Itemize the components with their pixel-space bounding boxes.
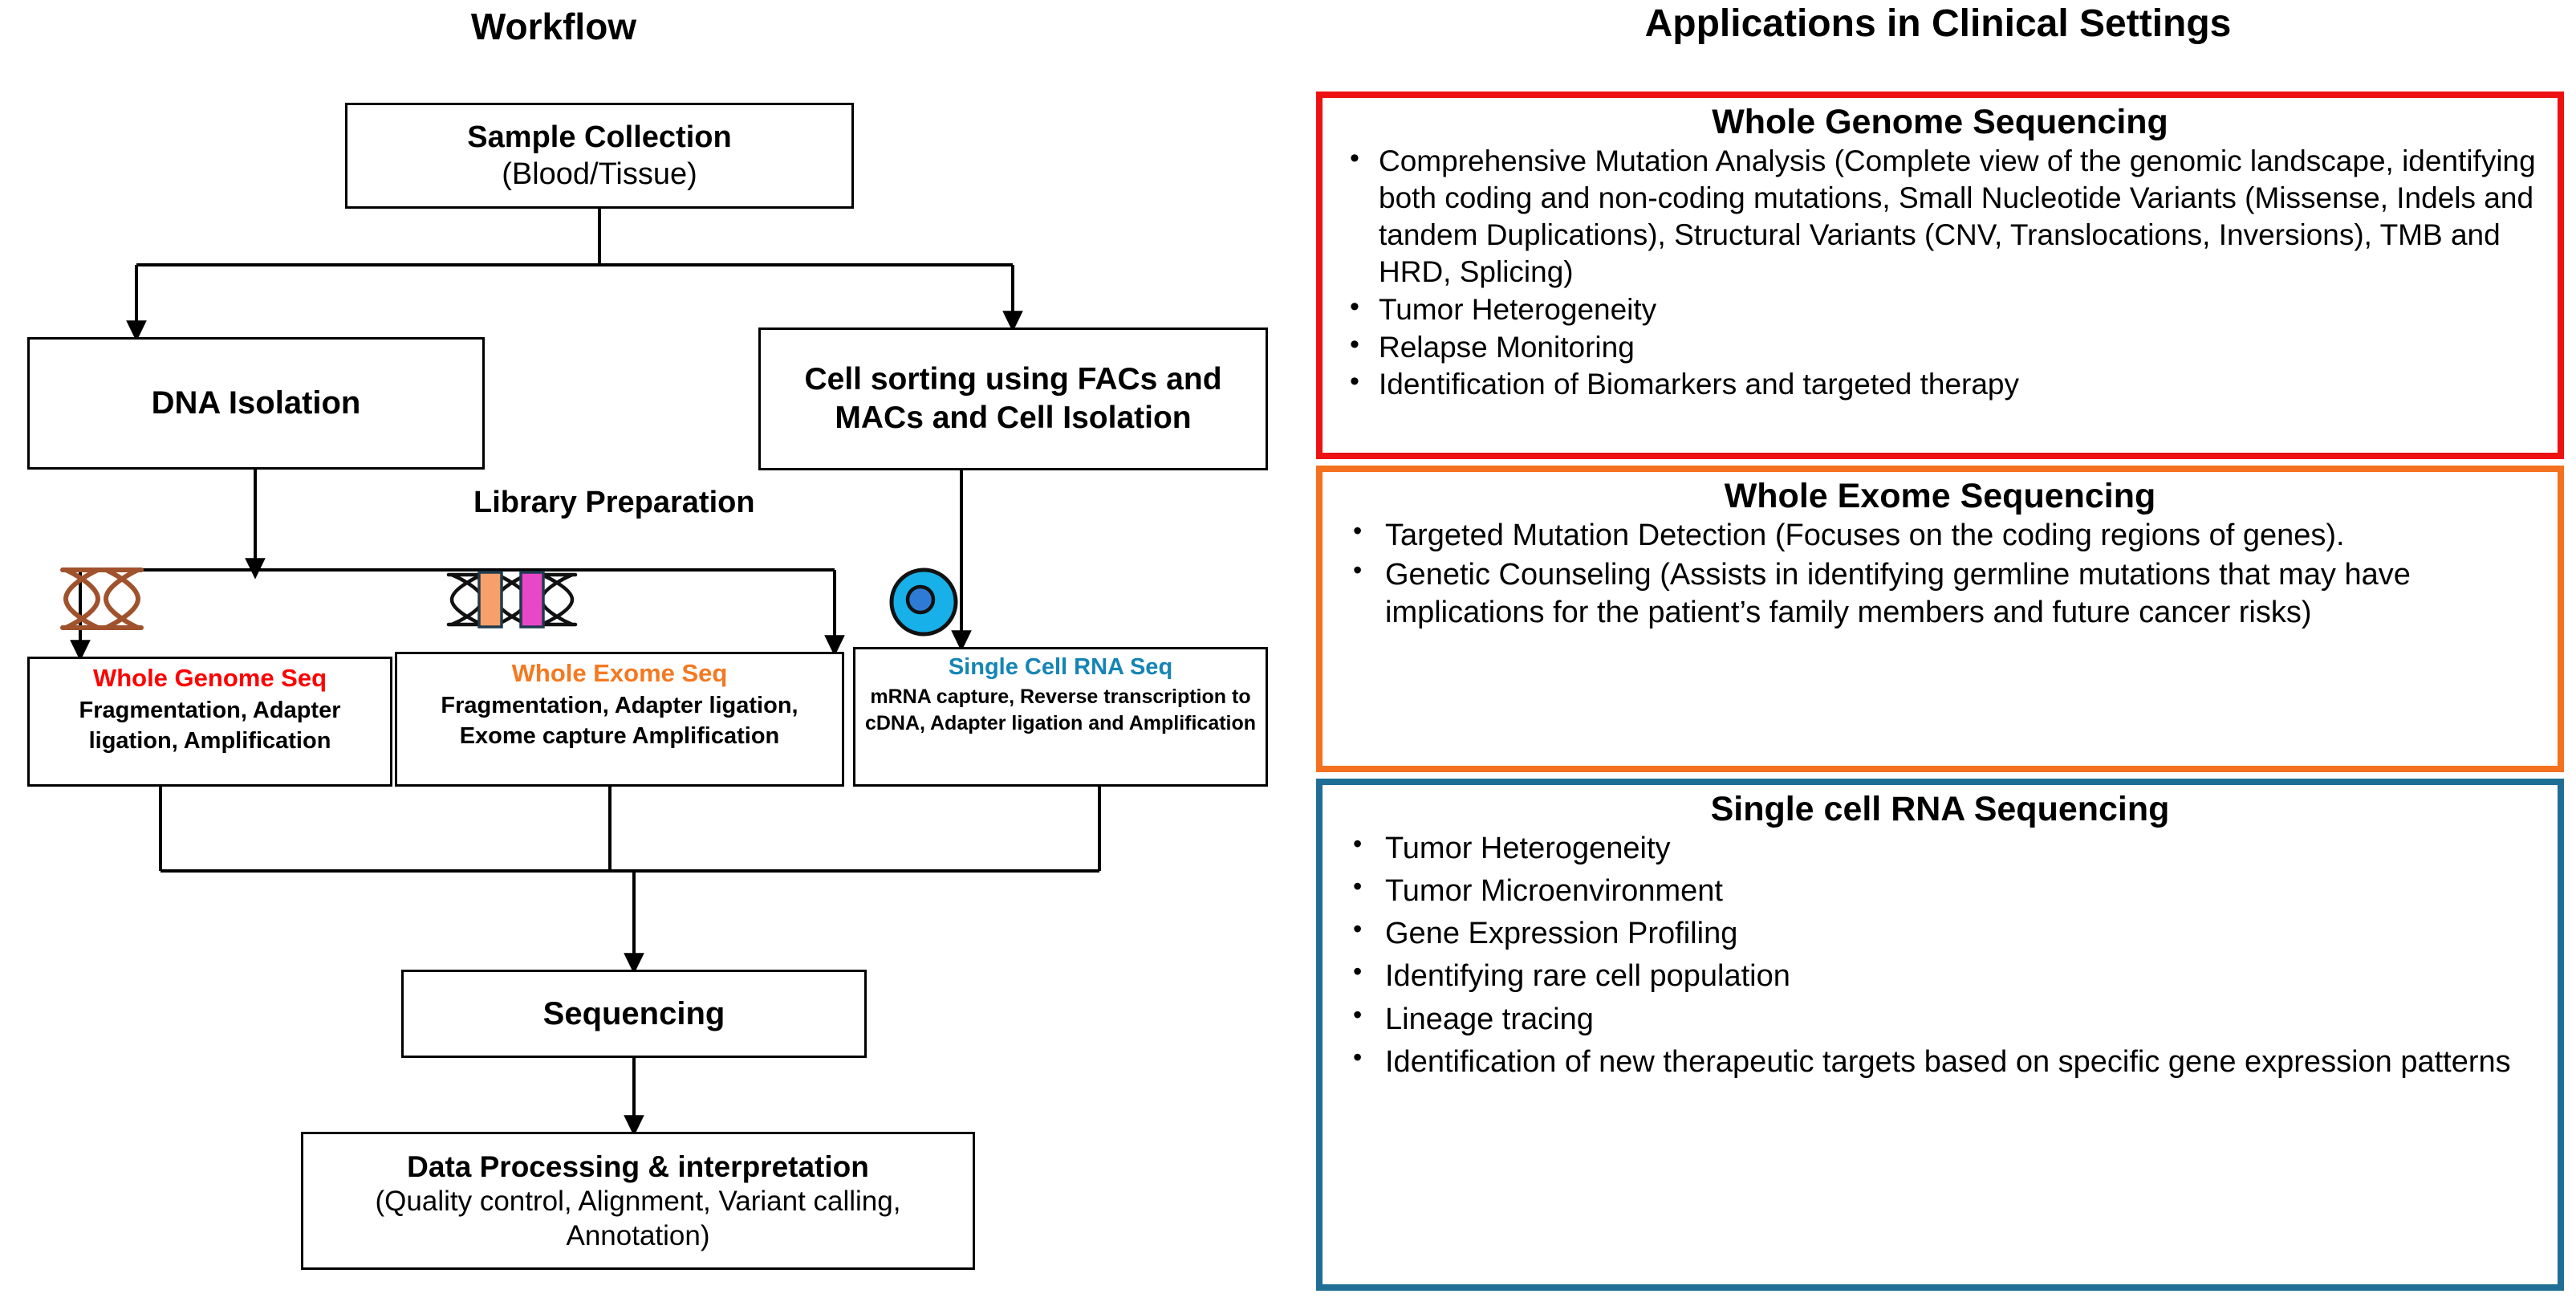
list-item: Identification of new therapeutic target… — [1343, 1042, 2543, 1081]
applications-panel: Applications in Clinical Settings Whole … — [1316, 0, 2576, 1314]
list-item: Relapse Monitoring — [1343, 327, 2543, 366]
box-whole-genome-seq: Whole Genome Seq Fragmentation, Adapter … — [27, 657, 392, 787]
app-box-whole-genome-sequencing-title: Whole Genome Sequencing — [1712, 103, 2168, 141]
list-item: Identifying rare cell population — [1343, 956, 2543, 995]
box-whole-exome-seq-heading: Whole Exome Seq — [511, 659, 728, 687]
box-sample-collection-subtitle: (Blood/Tissue) — [502, 157, 697, 191]
box-sequencing: Sequencing — [401, 970, 867, 1058]
app-box-whole-genome-sequencing-list: Comprehensive Mutation Analysis (Complet… — [1323, 141, 2558, 403]
list-item: Tumor Heterogeneity — [1343, 290, 2543, 328]
workflow-connectors — [70, 209, 1101, 1137]
list-item: Tumor Microenvironment — [1343, 871, 2543, 910]
box-whole-exome-seq: Whole Exome Seq Fragmentation, Adapter l… — [395, 652, 844, 787]
box-sequencing-title: Sequencing — [542, 995, 725, 1031]
box-single-cell-rna-seq: Single Cell RNA Seq mRNA capture, Revers… — [853, 647, 1268, 787]
workflow-panel-title: Workflow — [470, 6, 637, 47]
box-whole-genome-seq-body: Fragmentation, Adapter ligation, Amplifi… — [79, 698, 341, 754]
app-box-single-cell-rna-sequencing-list: Tumor Heterogeneity Tumor Microenvironme… — [1323, 828, 2558, 1081]
workflow-panel: Workflow — [27, 6, 1268, 1270]
list-item: Gene Expression Profiling — [1343, 913, 2543, 953]
box-data-processing: Data Processing & interpretation (Qualit… — [301, 1132, 975, 1270]
app-box-whole-exome-sequencing-list: Targeted Mutation Detection (Focuses on … — [1323, 515, 2558, 632]
app-box-single-cell-rna-sequencing-title: Single cell RNA Sequencing — [1710, 790, 2170, 828]
dna-helix-brown-icon — [56, 562, 160, 636]
app-box-whole-genome-sequencing: Whole Genome Sequencing Comprehensive Mu… — [1316, 92, 2564, 459]
box-data-processing-subtitle: (Quality control, Alignment, Variant cal… — [375, 1185, 901, 1251]
box-cell-sorting-line2: MACs and Cell Isolation — [835, 401, 1192, 435]
list-item: Targeted Mutation Detection (Focuses on … — [1343, 515, 2543, 555]
box-cell-sorting-line1: Cell sorting using FACs and — [804, 362, 1222, 397]
list-item: Identification of Biomarkers and targete… — [1343, 364, 2543, 403]
box-dna-isolation-title: DNA Isolation — [151, 385, 361, 421]
single-cell-icon — [887, 562, 961, 642]
box-whole-genome-seq-heading: Whole Genome Seq — [92, 664, 327, 692]
list-item: Tumor Heterogeneity — [1343, 828, 2543, 868]
box-sample-collection-title: Sample Collection — [467, 120, 732, 154]
applications-panel-title: Applications in Clinical Settings — [1644, 2, 2232, 45]
box-single-cell-rna-seq-body: mRNA capture, Reverse transcription to c… — [864, 685, 1257, 734]
box-dna-isolation: DNA Isolation — [27, 337, 485, 470]
box-cell-sorting: Cell sorting using FACs and MACs and Cel… — [758, 327, 1268, 470]
library-preparation-label: Library Preparation — [473, 486, 755, 519]
app-box-whole-exome-sequencing-title: Whole Exome Sequencing — [1724, 477, 2156, 515]
box-sample-collection: Sample Collection (Blood/Tissue) — [345, 103, 854, 209]
box-whole-exome-seq-body: Fragmentation, Adapter ligation, Exome c… — [441, 693, 798, 749]
app-box-whole-exome-sequencing: Whole Exome Sequencing Targeted Mutation… — [1316, 466, 2564, 772]
list-item: Genetic Counseling (Assists in identifyi… — [1343, 555, 2543, 632]
box-data-processing-title: Data Processing & interpretation — [407, 1149, 869, 1183]
box-single-cell-rna-seq-heading: Single Cell RNA Seq — [948, 654, 1173, 680]
dna-helix-exon-capture-icon — [444, 562, 590, 636]
app-box-single-cell-rna-sequencing: Single cell RNA Sequencing Tumor Heterog… — [1316, 779, 2564, 1291]
list-item: Lineage tracing — [1343, 999, 2543, 1039]
list-item: Comprehensive Mutation Analysis (Complet… — [1343, 141, 2543, 291]
